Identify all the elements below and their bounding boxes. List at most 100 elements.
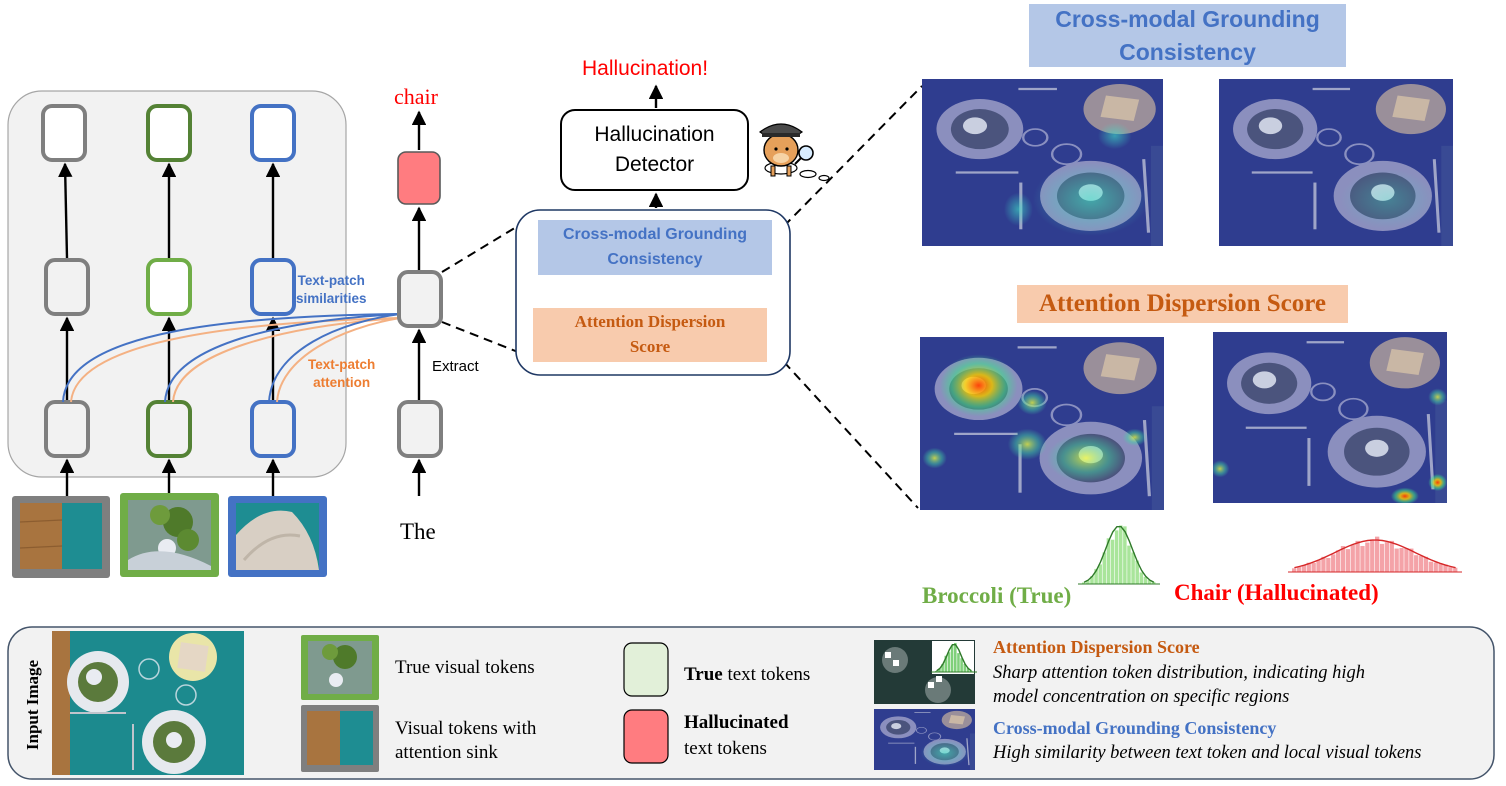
hallucination-output-label: Hallucination!	[582, 57, 709, 80]
detector-cgc-bg	[538, 220, 772, 275]
heatmap-ads-broccoli	[920, 337, 1164, 510]
chair-histogram-bar	[1379, 543, 1385, 572]
legend-true-visual-swatch	[301, 635, 379, 700]
detective-mascot-icon	[758, 123, 830, 182]
legend-ads-desc: Sharp attention token distribution, indi…	[993, 663, 1366, 708]
broccoli-histogram-bar	[1082, 582, 1086, 584]
chair-hallucinated-label: Chair (Hallucinated)	[1174, 580, 1379, 605]
legend-hall-text-rest: text tokens	[684, 738, 767, 759]
chair-histogram-bar	[1423, 556, 1429, 572]
chair-histogram-bar	[1296, 566, 1302, 572]
hallucinated-token-box	[397, 151, 441, 205]
image-patch-blue	[228, 496, 327, 577]
chair-histogram-bar	[1340, 546, 1346, 572]
chair-histogram-bar	[1331, 554, 1336, 572]
token-box-blue-bottom	[250, 400, 296, 458]
chair-histogram-bar	[1335, 550, 1341, 572]
legend-thumb-histogram-bar	[938, 668, 941, 672]
chair-histogram-bar	[1306, 562, 1311, 572]
detector-title: Hallucination Detector	[594, 122, 715, 176]
token-box-gray-top	[41, 104, 87, 162]
token-box-green-top	[146, 104, 192, 162]
legend-thumb-histogram-bar	[969, 670, 973, 672]
legend-cgc-thumb	[874, 709, 975, 770]
chair-histogram-bar	[1448, 567, 1453, 572]
heatmap-cgc-broccoli	[922, 79, 1163, 246]
broccoli-histogram-bar	[1127, 545, 1131, 584]
legend-thumb-histogram-bar	[963, 663, 967, 672]
heatmap-cgc-chair	[1219, 79, 1453, 246]
chair-histogram-bar	[1384, 542, 1390, 572]
chair-histogram-bar	[1326, 557, 1331, 572]
chair-histogram-bar	[1443, 564, 1448, 572]
legend-true-text-bold: True	[684, 664, 723, 685]
legend-cgc-title: Cross-modal Grounding Consistency	[993, 718, 1277, 738]
token-box-blue-mid	[250, 258, 296, 316]
legend-thumb-histogram-bar	[950, 645, 954, 672]
legend-ads-title: Attention Dispersion Score	[993, 637, 1200, 657]
legend-true-text-rest: text tokens	[722, 664, 811, 685]
legend-cgc-desc: High similarity between text token and l…	[993, 743, 1422, 763]
broccoli-histogram-bar	[1139, 572, 1144, 584]
chair-histogram-bar	[1428, 561, 1433, 572]
extract-label: Extract	[432, 358, 479, 375]
text-patch-attention-label: Text-patch attention	[308, 357, 376, 391]
broccoli-histogram-bar	[1090, 576, 1094, 584]
detector-ads-bg	[533, 308, 767, 362]
token-box-green-bottom	[146, 400, 192, 458]
broccoli-histogram-bar	[1114, 530, 1119, 584]
legend-hall-text-bold: Hallucinated	[684, 712, 789, 733]
cgc-title-bg	[1029, 4, 1346, 67]
broccoli-histogram-bar	[1151, 581, 1156, 584]
right-ads-title: Attention Dispersion Score	[1038, 289, 1327, 317]
token-box-blue-top	[250, 104, 296, 162]
chair-histogram-bar	[1433, 562, 1438, 572]
broccoli-histogram-bar	[1131, 552, 1135, 584]
token-box-gray-bottom	[44, 400, 90, 458]
legend-thumb-histogram-bar	[947, 652, 951, 672]
broccoli-histogram-bar	[1147, 580, 1152, 584]
detector-ads-label: Attention Dispersion Score	[574, 312, 726, 356]
legend-thumb-histogram-bar	[944, 655, 948, 672]
legend-thumb-histogram-bar	[941, 663, 944, 672]
image-patch-green	[120, 493, 219, 577]
legend-thumb-histogram-curve	[936, 644, 972, 672]
chair-histogram-bar	[1316, 560, 1321, 572]
text-patch-similarities-label: Text-patch similarities	[296, 273, 367, 307]
broccoli-true-label: Broccoli (True)	[922, 583, 1072, 608]
chair-histogram-bar	[1404, 548, 1409, 572]
chair-histogram-bar	[1375, 536, 1380, 572]
chair-histogram-bar	[1292, 568, 1297, 572]
broccoli-histogram-bar	[1106, 538, 1111, 584]
chair-histogram-bar	[1355, 540, 1360, 572]
token-box-green-mid	[146, 258, 192, 316]
chair-histogram-bar	[1301, 565, 1307, 572]
broccoli-histogram-bar	[1135, 560, 1139, 584]
legend-hall-text-swatch	[623, 709, 669, 764]
broccoli-histogram-curve	[1083, 526, 1155, 583]
hallucination-detector-box	[560, 109, 749, 191]
chair-histogram-bar	[1418, 555, 1424, 572]
broccoli-histogram-bar	[1086, 580, 1090, 584]
legend-thumb-histogram-bar	[960, 658, 963, 672]
dashed-connectors	[441, 85, 923, 509]
legend-box	[7, 626, 1495, 780]
detector-cgc-label: Cross-modal Grounding Consistency	[563, 225, 747, 268]
text-patch-curves	[62, 313, 401, 403]
heatmap-ads-chair	[1213, 332, 1447, 503]
legend-ads-thumb-hist	[931, 642, 977, 673]
chair-histogram-bar	[1370, 539, 1375, 572]
image-patch-gray	[12, 496, 110, 578]
chair-histogram-curve	[1294, 539, 1456, 569]
chair-histogram-bar	[1453, 567, 1458, 572]
legend-thumb-histogram-bar	[966, 668, 970, 672]
chair-histogram-bar	[1311, 562, 1316, 572]
broccoli-histogram-bar	[1098, 564, 1102, 584]
legend-thumb-histogram-bar	[954, 642, 957, 672]
chair-histogram-bar	[1394, 548, 1399, 572]
broccoli-histogram-bar	[1123, 526, 1127, 584]
chair-histogram-bar	[1360, 546, 1365, 572]
the-token-mid-box	[397, 270, 443, 328]
ads-title-bg	[1017, 285, 1348, 323]
